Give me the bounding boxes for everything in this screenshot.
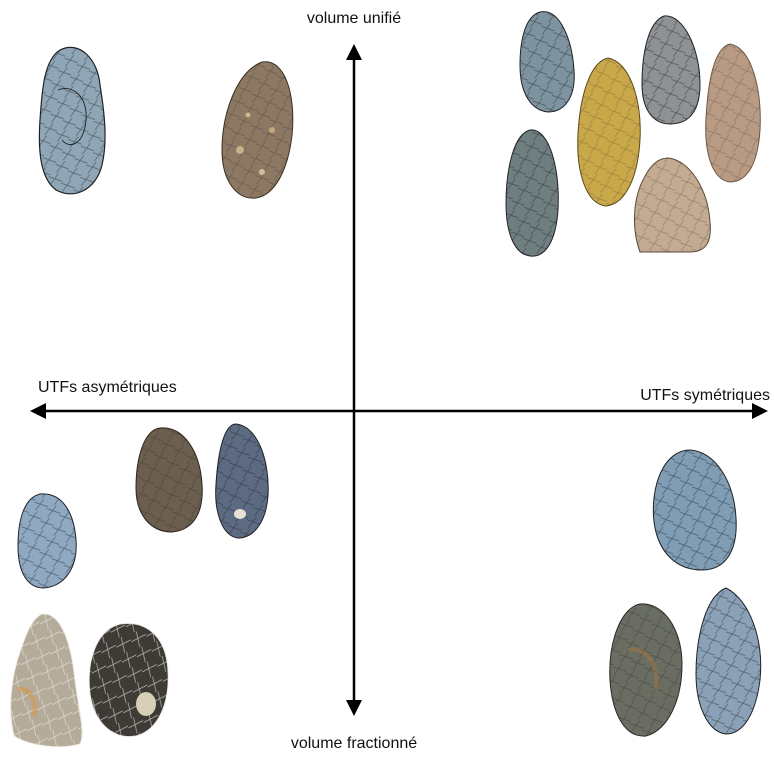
quadrant-bottom-right-artifacts — [609, 449, 762, 737]
stone-artifact — [633, 157, 711, 253]
stone-artifact — [38, 46, 106, 195]
horizontal-axis — [30, 403, 768, 419]
stone-artifact — [577, 57, 641, 207]
stone-artifact — [10, 613, 83, 748]
axis-label-left: UTFs asymétriques — [38, 379, 177, 396]
arrowhead-down-icon — [346, 700, 362, 716]
stone-artifact — [641, 15, 701, 125]
axis-label-top: volume unifié — [306, 10, 402, 27]
axis-label-right: UTFs symétriques — [640, 387, 770, 404]
stone-artifact — [221, 61, 294, 199]
stone-artifact — [705, 43, 761, 183]
stone-artifact — [215, 423, 269, 539]
stone-artifact — [609, 603, 683, 737]
axis-label-bottom: volume fractionné — [290, 735, 418, 752]
stone-artifact — [88, 622, 169, 738]
stone-artifact — [135, 427, 203, 533]
stone-artifact — [695, 587, 762, 735]
arrowhead-left-icon — [30, 403, 46, 419]
quadrant-bottom-left-artifacts — [10, 423, 269, 748]
stone-artifact — [652, 449, 737, 571]
vertical-axis — [346, 44, 362, 716]
arrowhead-up-icon — [346, 44, 362, 60]
quadrant-top-right-artifacts — [505, 11, 761, 257]
stone-artifact — [505, 129, 559, 257]
quadrant-top-left-artifacts — [38, 46, 294, 199]
arrowhead-right-icon — [752, 403, 768, 419]
stone-artifact — [17, 493, 77, 589]
stone-artifact — [519, 11, 575, 113]
